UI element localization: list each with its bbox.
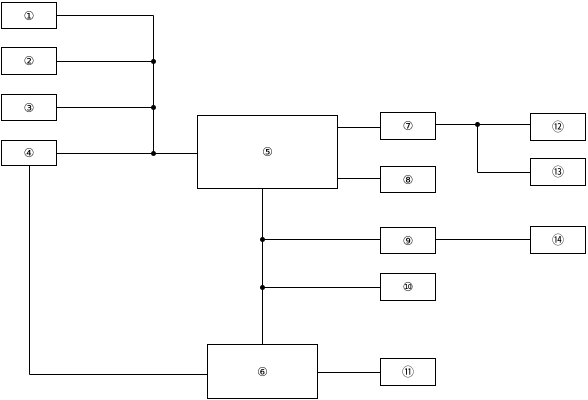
block-11-label: ⑪ bbox=[401, 365, 414, 379]
block-2-label: ② bbox=[23, 54, 35, 68]
block-9-label: ⑨ bbox=[402, 233, 414, 248]
block-12-label: ⑫ bbox=[551, 120, 564, 134]
block-6-label: ⑥ bbox=[257, 364, 268, 379]
junction-dot bbox=[260, 285, 265, 290]
block-10: ⑩ bbox=[380, 273, 436, 301]
block-3: ③ bbox=[1, 94, 57, 121]
block-4-label: ④ bbox=[23, 146, 35, 160]
junction-dot bbox=[475, 122, 480, 127]
block-14-label: ⑭ bbox=[551, 233, 564, 247]
block-2: ② bbox=[1, 47, 57, 75]
block-5: ⑤ bbox=[197, 115, 338, 189]
block-3-label: ③ bbox=[23, 100, 35, 115]
block-12: ⑫ bbox=[530, 113, 586, 141]
junction-dot bbox=[151, 59, 156, 64]
block-9: ⑨ bbox=[380, 227, 436, 254]
junction-dot bbox=[260, 237, 265, 242]
junction-dot bbox=[151, 151, 156, 156]
block-14: ⑭ bbox=[530, 226, 586, 254]
block-8: ⑧ bbox=[380, 166, 436, 193]
block-6: ⑥ bbox=[207, 344, 318, 399]
block-13: ⑬ bbox=[530, 158, 586, 186]
block-1: ① bbox=[1, 2, 57, 29]
junction-dot bbox=[151, 105, 156, 110]
block-4: ④ bbox=[1, 140, 57, 166]
block-7-label: ⑦ bbox=[402, 119, 414, 133]
block-8-label: ⑧ bbox=[402, 172, 414, 187]
block-11: ⑪ bbox=[380, 358, 436, 386]
block-5-label: ⑤ bbox=[262, 145, 273, 159]
block-1-label: ① bbox=[23, 8, 35, 23]
block-13-label: ⑬ bbox=[551, 165, 564, 179]
block-10-label: ⑩ bbox=[402, 280, 414, 294]
block-7: ⑦ bbox=[380, 112, 436, 140]
